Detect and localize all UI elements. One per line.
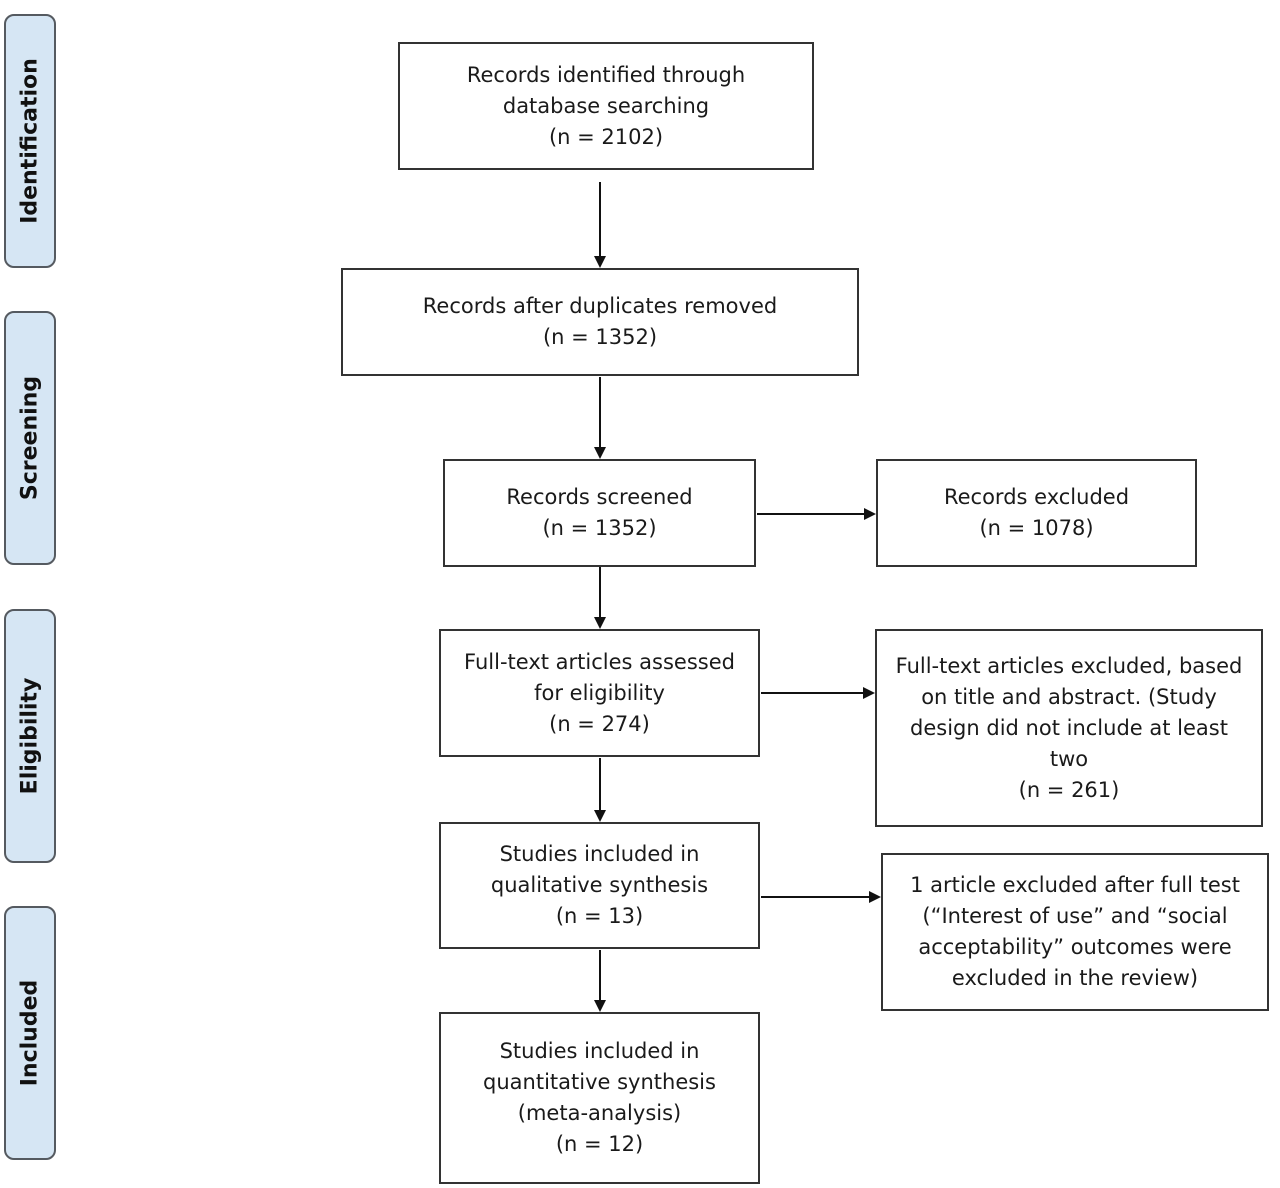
box-records-identified: Records identified through database sear… — [398, 42, 814, 170]
box-fulltext-excluded-line2: on title and abstract. (Study — [921, 684, 1217, 709]
box-fulltext-assessed-line2: for eligibility — [534, 680, 665, 705]
box-duplicates-removed-line1: Records after duplicates removed — [422, 294, 778, 318]
box-quantitative-synthesis-line1: Studies included in — [499, 1039, 700, 1063]
box-fulltext-excluded: Full-text articles excluded, based on ti… — [875, 629, 1263, 827]
box-records-screened-line1: Records screened — [506, 485, 693, 509]
box-after-full-test-excluded-line4: excluded in the review) — [951, 966, 1199, 990]
box-after-full-test-excluded-line1: 1 article excluded after full test — [910, 873, 1240, 897]
box-duplicates-removed-count: (n = 1352) — [542, 325, 658, 349]
box-qualitative-synthesis: Studies included in qualitative synthesi… — [439, 822, 760, 949]
box-fulltext-excluded-line3: design did not include at least — [910, 715, 1228, 740]
phase-included: Included — [4, 906, 56, 1160]
box-qualitative-synthesis-line2: qualitative synthesis — [490, 873, 709, 897]
box-qualitative-synthesis-line1: Studies included in — [499, 842, 700, 866]
box-records-identified-line2: database searching — [502, 93, 710, 118]
box-fulltext-excluded-line4: two — [1049, 746, 1089, 771]
box-records-identified-count: (n = 2102) — [548, 124, 664, 149]
box-quantitative-synthesis: Studies included in quantitative synthes… — [439, 1012, 760, 1184]
box-records-screened: Records screened (n = 1352) — [443, 459, 756, 567]
box-fulltext-assessed: Full-text articles assessed for eligibil… — [439, 629, 760, 757]
box-records-excluded-count: (n = 1078) — [979, 516, 1094, 540]
phase-screening: Screening — [4, 311, 56, 565]
box-fulltext-assessed-line1: Full-text articles assessed — [464, 649, 735, 674]
box-records-excluded-line1: Records excluded — [943, 485, 1130, 509]
box-duplicates-removed: Records after duplicates removed (n = 13… — [341, 268, 859, 376]
box-records-identified-line1: Records identified through — [466, 62, 746, 87]
box-quantitative-synthesis-line3: (meta-analysis) — [517, 1101, 682, 1125]
box-fulltext-excluded-line1: Full-text articles excluded, based — [895, 653, 1243, 678]
box-quantitative-synthesis-count: (n = 12) — [555, 1132, 644, 1156]
box-after-full-test-excluded-line3: acceptability” outcomes were — [918, 935, 1232, 959]
box-records-excluded: Records excluded (n = 1078) — [876, 459, 1197, 567]
box-fulltext-excluded-count: (n = 261) — [1018, 777, 1120, 802]
phase-identification: Identification — [4, 14, 56, 268]
box-fulltext-assessed-count: (n = 274) — [549, 711, 650, 736]
phase-eligibility: Eligibility — [4, 609, 56, 863]
box-after-full-test-excluded: 1 article excluded after full test (“Int… — [881, 853, 1269, 1011]
box-quantitative-synthesis-line2: quantitative synthesis — [483, 1070, 716, 1094]
box-records-screened-count: (n = 1352) — [542, 516, 657, 540]
box-after-full-test-excluded-line2: (“Interest of use” and “social — [922, 904, 1228, 928]
box-qualitative-synthesis-count: (n = 13) — [555, 904, 644, 928]
